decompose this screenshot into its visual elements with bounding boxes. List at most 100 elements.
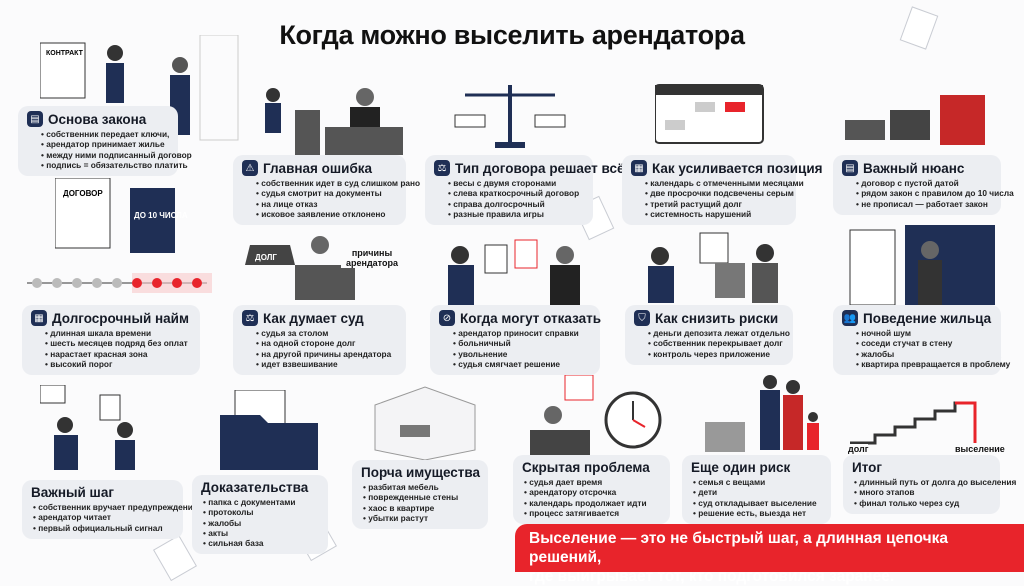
document-icon: ▤ <box>27 111 43 127</box>
list-item: на другой причины арендатора <box>256 349 397 359</box>
card-list: длинная шкала временишесть месяцев подря… <box>31 328 191 369</box>
list-item: шесть месяцев подряд без оплат <box>45 338 191 348</box>
list-item: арендатор принимает жилье <box>41 139 169 149</box>
list-item: исковое заявление отклонено <box>256 209 397 219</box>
card-header: ⊘Когда могут отказать <box>439 310 601 326</box>
list-item: арендатор приносит справки <box>453 328 591 338</box>
list-item: поврежденные стены <box>363 492 479 502</box>
card-title: Тип договора решает всё <box>455 160 625 176</box>
list-item: высокий порог <box>45 359 191 369</box>
list-item: две просрочки подсвечены серым <box>645 188 794 198</box>
banner-line-2: где выигрывает тот, кто подготовился зар… <box>529 568 895 585</box>
card-dolgosrochny-naym: ▦Долгосрочный найм длинная шкала времениш… <box>22 305 200 376</box>
card-list: весы с двумя сторонамислева краткосрочны… <box>434 178 584 219</box>
scales-icon: ⚖ <box>434 160 450 176</box>
list-item: собственник передает ключи, <box>41 129 169 139</box>
timeline-illustration <box>27 273 212 293</box>
card-eshche-odin-risk: Еще один риск семья с вещамидетисуд откла… <box>682 455 831 525</box>
card-skrytaya-problema: Скрытая проблемасудья дает времяарендато… <box>513 455 670 525</box>
list-item: между ними подписанный договор <box>41 150 192 160</box>
card-title: Долгосрочный найм <box>52 310 189 326</box>
list-item: собственник перекрывает долг <box>648 338 784 348</box>
card-title: Важный нюанс <box>863 160 965 176</box>
card-header: Еще один риск <box>691 460 822 475</box>
card-title: Основа закона <box>48 111 147 127</box>
card-porcha-imushchestva: Порча имуществаразбитая мебельповрежденн… <box>352 460 488 530</box>
card-title: Как думает суд <box>263 310 364 326</box>
card-list: календарь с отмеченными месяцамидве прос… <box>631 178 804 219</box>
list-item: больничный <box>453 338 591 348</box>
list-item: разбитая мебель <box>363 482 479 492</box>
folder-illustration <box>220 390 318 470</box>
list-item: арендатору отсрочка <box>524 487 661 497</box>
list-item: на одной стороне долг <box>256 338 397 348</box>
list-item: справа долгосрочный <box>448 199 584 209</box>
list-item: много этапов <box>854 487 991 497</box>
card-list: ночной шумсоседи стучат в стенужалобыква… <box>842 328 1010 369</box>
card-header: ⚖Как думает суд <box>242 310 397 326</box>
card-list: папка с документамипротоколыжалобыактыси… <box>201 497 319 548</box>
page-title: Когда можно выселить арендатора <box>279 20 745 50</box>
list-item: арендатор читает <box>33 512 174 522</box>
list-item: суд откладывает выселение <box>693 498 822 508</box>
list-item: судья дает время <box>524 477 661 487</box>
list-item: весы с двумя сторонами <box>448 178 584 188</box>
list-item: длинная шкала времени <box>45 328 191 338</box>
people-icon: 👥 <box>842 310 858 326</box>
card-vazhny-shag: Важный шагсобственник вручает предупрежд… <box>22 480 198 539</box>
judge-debt-illustration: ДОЛГ <box>245 236 355 300</box>
list-item: жалобы <box>856 349 992 359</box>
warning-icon: ⚠ <box>242 160 258 176</box>
card-itog: Итогдлинный путь от долга до выселениямн… <box>843 455 1016 514</box>
calendar-icon: ▦ <box>631 160 647 176</box>
list-item: сильная база <box>203 538 319 548</box>
timeline-end-label: выселение <box>955 444 1005 454</box>
list-item: судья за столом <box>256 328 397 338</box>
list-item: деньги депозита лежат отдельно <box>648 328 790 338</box>
card-kak-snizit-riski: ⛉Как снизить риски деньги депозита лежат … <box>625 305 793 365</box>
list-item: календарь продолжает идти <box>524 498 661 508</box>
list-item: не прописал — работает закон <box>856 199 992 209</box>
list-item: соседи стучат в стену <box>856 338 992 348</box>
dogovor-label: ДОГОВОР <box>63 189 103 198</box>
list-item: идет взвешивание <box>256 359 397 369</box>
card-title: Главная ошибка <box>263 160 373 176</box>
neighbor-door-illustration <box>849 225 995 305</box>
card-list: семья с вещамидетисуд откладывает выселе… <box>691 477 822 518</box>
contract-book-illustration: ДОГОВОР ДО 10 ЧИСЛА <box>55 178 188 253</box>
list-item: собственник вручает предупреждение <box>33 502 197 512</box>
card-list: деньги депозита лежат отдельнособственни… <box>634 328 790 359</box>
conclusion-banner: Выселение — это не быстрый шаг, а длинна… <box>515 524 1024 585</box>
list-item: договор с пустой датой <box>856 178 992 188</box>
card-list: судья за столомна одной стороне долгна д… <box>242 328 397 369</box>
card-header: ▦Долгосрочный найм <box>31 310 191 326</box>
list-item: убытки растут <box>363 513 479 523</box>
list-item: квартира превращается в проблему <box>856 359 1010 369</box>
card-title: Как снизить риски <box>655 310 779 326</box>
card-dokazatelstva: Доказательствапапка с документамипротоко… <box>192 475 328 555</box>
card-kogda-mogut-otkazat: ⊘Когда могут отказать арендатор приносит … <box>430 305 601 376</box>
card-header: ▤Важный нюанс <box>842 160 992 176</box>
list-item: рядом закон с правилом до 10 числа <box>856 188 1014 198</box>
judge-clock-illustration <box>530 375 662 455</box>
list-item: разные правила игры <box>448 209 584 219</box>
card-header: ▦Как усиливается позиция <box>631 160 823 176</box>
list-item: подпись = обязательство платить <box>41 160 187 170</box>
card-title: Поведение жильца <box>863 310 992 326</box>
list-item: судья смягчает решение <box>453 359 591 369</box>
card-list: разбитая мебельповрежденные стеныхаос в … <box>361 482 479 523</box>
card-tip-dogovora: ⚖ Тип договора решает всё весы с двумя сто… <box>425 155 625 226</box>
ban-icon: ⊘ <box>439 310 455 326</box>
card-header: Итог <box>852 460 991 475</box>
list-item: процесс затягивается <box>524 508 661 518</box>
list-item: семья с вещами <box>693 477 822 487</box>
list-item: на лице отказ <box>256 199 397 209</box>
list-item: акты <box>203 528 319 538</box>
list-item: системность нарушений <box>645 209 787 219</box>
contract-label: КОНТРАКТ <box>46 50 84 57</box>
card-header: 👥 Поведение жильца <box>842 310 992 326</box>
court-illustration <box>265 88 403 155</box>
card-header: ⛉Как снизить риски <box>634 310 784 326</box>
card-header: ▤ Основа закона <box>27 111 169 127</box>
tenant-documents-illustration <box>448 239 580 305</box>
